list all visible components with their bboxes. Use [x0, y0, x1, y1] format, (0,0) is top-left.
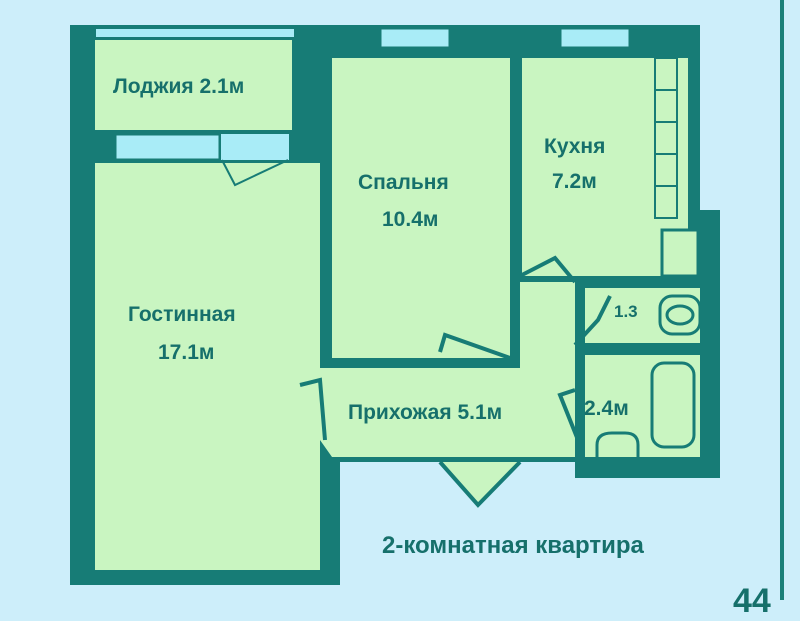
bedroom-name: Спальня	[358, 171, 449, 194]
wc-bowl	[665, 304, 695, 326]
loggia-window	[94, 27, 296, 39]
bath-label: 2.4м	[584, 397, 629, 420]
kitchen-name: Кухня	[544, 135, 606, 158]
loggia-door	[221, 134, 289, 160]
door-swings	[221, 159, 612, 508]
loggia-label: Лоджия 2.1м	[113, 75, 245, 98]
kitchen-area: 7.2м	[552, 170, 597, 193]
kitchen-window	[558, 26, 632, 50]
living-room-area: 17.1м	[158, 341, 215, 364]
living-room	[95, 163, 320, 570]
wc-label: 1.3	[614, 302, 638, 321]
bedroom-window	[378, 26, 452, 50]
bedroom-room	[332, 58, 510, 358]
bathtub	[650, 361, 696, 449]
wc-toilet	[658, 294, 702, 336]
kitchen-room	[522, 58, 688, 276]
living-window	[113, 132, 222, 162]
floor-plan	[70, 25, 720, 585]
sink	[595, 431, 640, 457]
bedroom-area: 10.4м	[382, 208, 439, 231]
loggia-room	[95, 40, 292, 130]
kitchen-cabinets	[654, 57, 700, 278]
living-room-name: Гостинная	[128, 303, 236, 326]
area-number: 44	[733, 582, 771, 620]
frame-border	[780, 0, 784, 600]
bath-room	[585, 355, 700, 457]
hallway-room	[320, 282, 575, 457]
apartment-caption: 2-комнатная квартира	[382, 532, 644, 559]
hallway-label: Прихожая 5.1м	[348, 401, 503, 424]
